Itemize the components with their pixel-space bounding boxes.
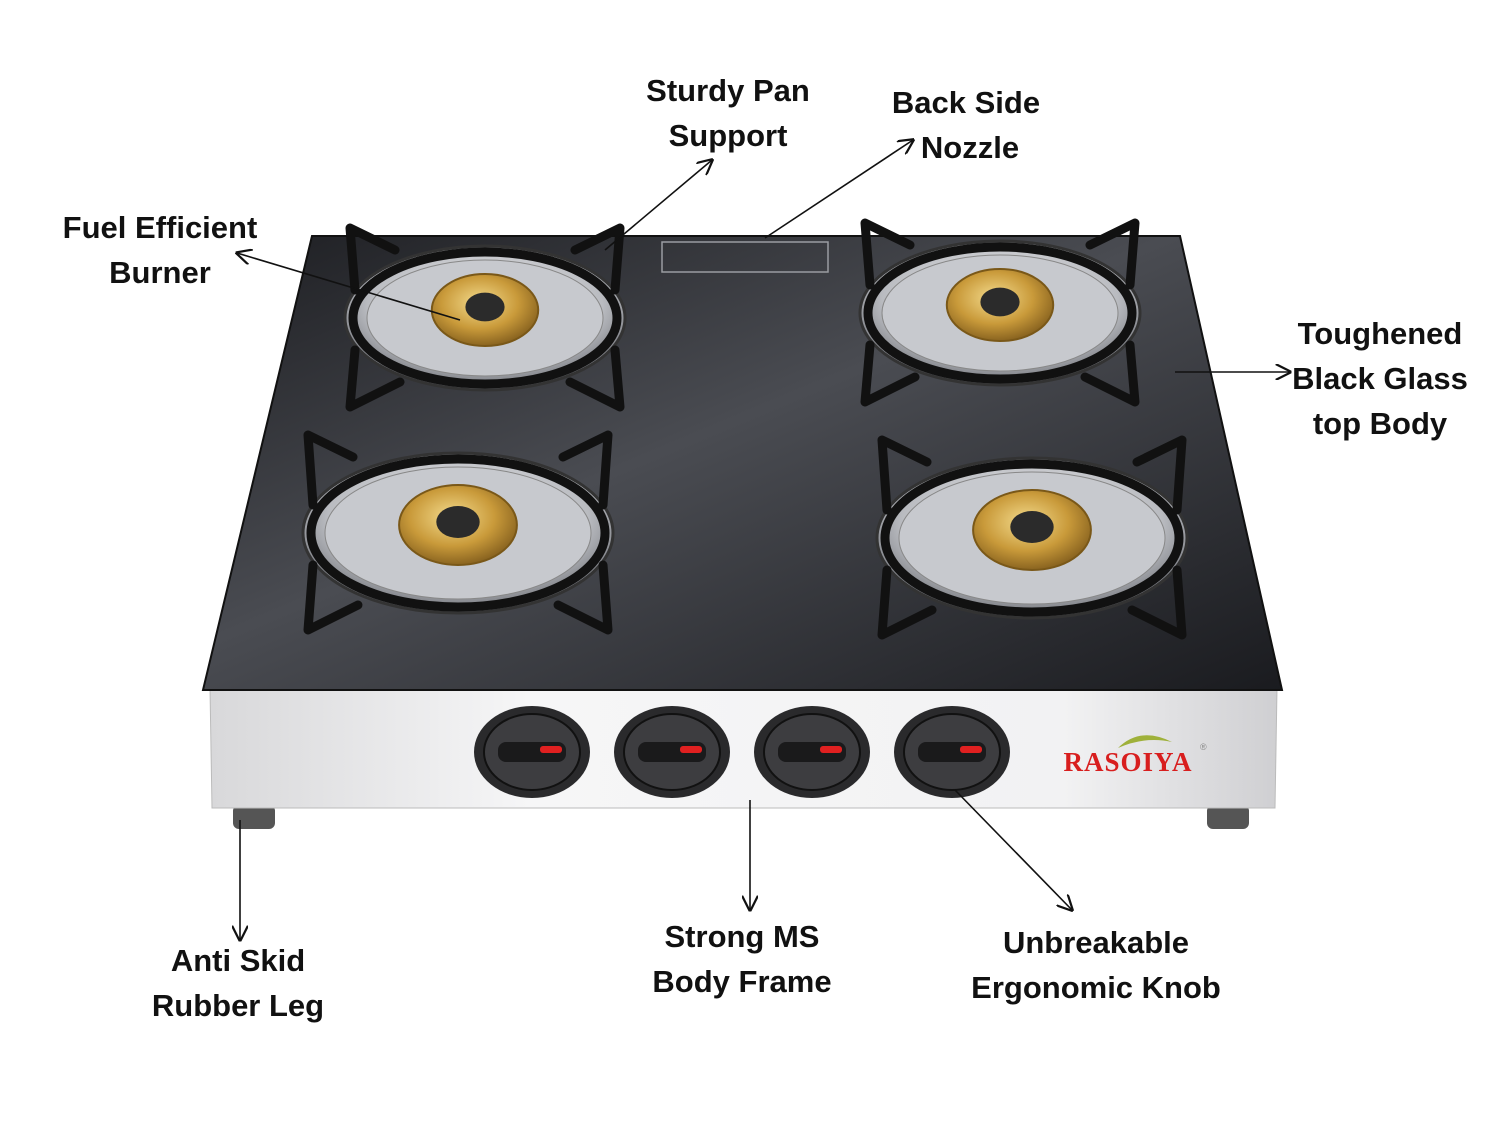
pan-support <box>345 223 625 412</box>
info-sticker <box>661 241 829 273</box>
pan-support <box>303 430 613 635</box>
label-knob-1: Unbreakable <box>1003 925 1189 960</box>
label-nozzle-1: Back Side <box>892 85 1040 120</box>
label-burner-1: Fuel Efficient <box>63 210 258 245</box>
arrow-burner <box>237 253 461 321</box>
rubber-leg-right <box>1207 805 1249 829</box>
pan-support <box>860 218 1140 407</box>
label-body-frame-2: Body Frame <box>652 964 831 999</box>
knob-indicator <box>960 746 982 753</box>
control-knob[interactable] <box>894 706 1010 798</box>
burner-assembly <box>301 430 615 635</box>
leaf-icon <box>1118 735 1172 748</box>
registered-mark: ® <box>1200 742 1207 752</box>
label-pan-support-1: Sturdy Pan <box>646 73 810 108</box>
label-glass-top-1: Toughened <box>1298 316 1463 351</box>
burner-hole <box>436 506 480 538</box>
knob-indicator <box>680 746 702 753</box>
pan-support <box>877 435 1187 640</box>
arrow-pan-support <box>604 160 712 251</box>
knob-indicator <box>540 746 562 753</box>
rubber-leg-left <box>233 805 275 829</box>
label-body-frame-1: Strong MS <box>665 919 820 954</box>
control-knob[interactable] <box>614 706 730 798</box>
label-nozzle-2: Nozzle <box>921 130 1019 165</box>
knob-indicator <box>820 746 842 753</box>
burner-hole <box>465 292 505 322</box>
control-knob[interactable] <box>474 706 590 798</box>
control-knob[interactable] <box>754 706 870 798</box>
label-burner-2: Burner <box>109 255 211 290</box>
burner-assembly <box>858 218 1142 407</box>
burner-assembly <box>875 435 1189 640</box>
label-glass-top-2: Black Glass <box>1292 361 1468 396</box>
arrow-nozzle <box>764 140 913 239</box>
label-glass-top-3: top Body <box>1313 406 1448 441</box>
label-knob-2: Ergonomic Knob <box>971 970 1221 1005</box>
arrow-knob <box>954 789 1072 910</box>
burner-assembly <box>343 223 627 412</box>
label-rubber-leg-1: Anti Skid <box>171 943 305 978</box>
burner-hole <box>980 287 1020 317</box>
label-rubber-leg-2: Rubber Leg <box>152 988 324 1023</box>
label-pan-support-2: Support <box>669 118 788 153</box>
brand-logo: RASOIYA <box>1063 747 1192 777</box>
burner-hole <box>1010 511 1054 543</box>
